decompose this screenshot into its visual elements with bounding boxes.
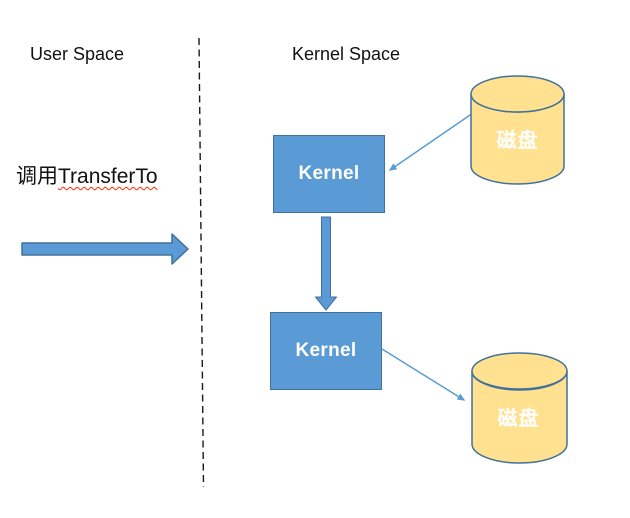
disk-bottom-label: 磁盘 xyxy=(497,408,540,430)
disk-to-kernel-connector xyxy=(388,112,474,171)
disk-cylinder-top-lid xyxy=(470,75,565,113)
disk-top-label: 磁盘 xyxy=(496,130,539,152)
user-space-label: User Space xyxy=(30,44,125,64)
disk-cylinder-bottom xyxy=(471,352,568,464)
disk-cylinder-bottom-lid xyxy=(471,352,568,390)
kernel-box-bottom-label: Kernel xyxy=(295,340,357,361)
kernel-to-kernel-arrow xyxy=(315,216,337,311)
transferto-call-arrow xyxy=(21,233,189,265)
transferto-call-text: 调用TransferTo xyxy=(16,160,158,190)
call-text-method: TransferTo xyxy=(58,165,158,188)
kernel-box-bottom: Kernel xyxy=(270,312,382,390)
disk-cylinder-bottom-body xyxy=(471,370,568,464)
kernel-to-disk-connector xyxy=(381,348,466,401)
kernel-space-label: Kernel Space xyxy=(292,44,401,64)
call-text-prefix: 调用 xyxy=(16,165,58,188)
disk-cylinder-top xyxy=(470,75,565,185)
space-divider-dashed-line xyxy=(198,37,205,488)
kernel-box-top-label: Kernel xyxy=(298,163,360,184)
kernel-box-top: Kernel xyxy=(273,135,385,213)
